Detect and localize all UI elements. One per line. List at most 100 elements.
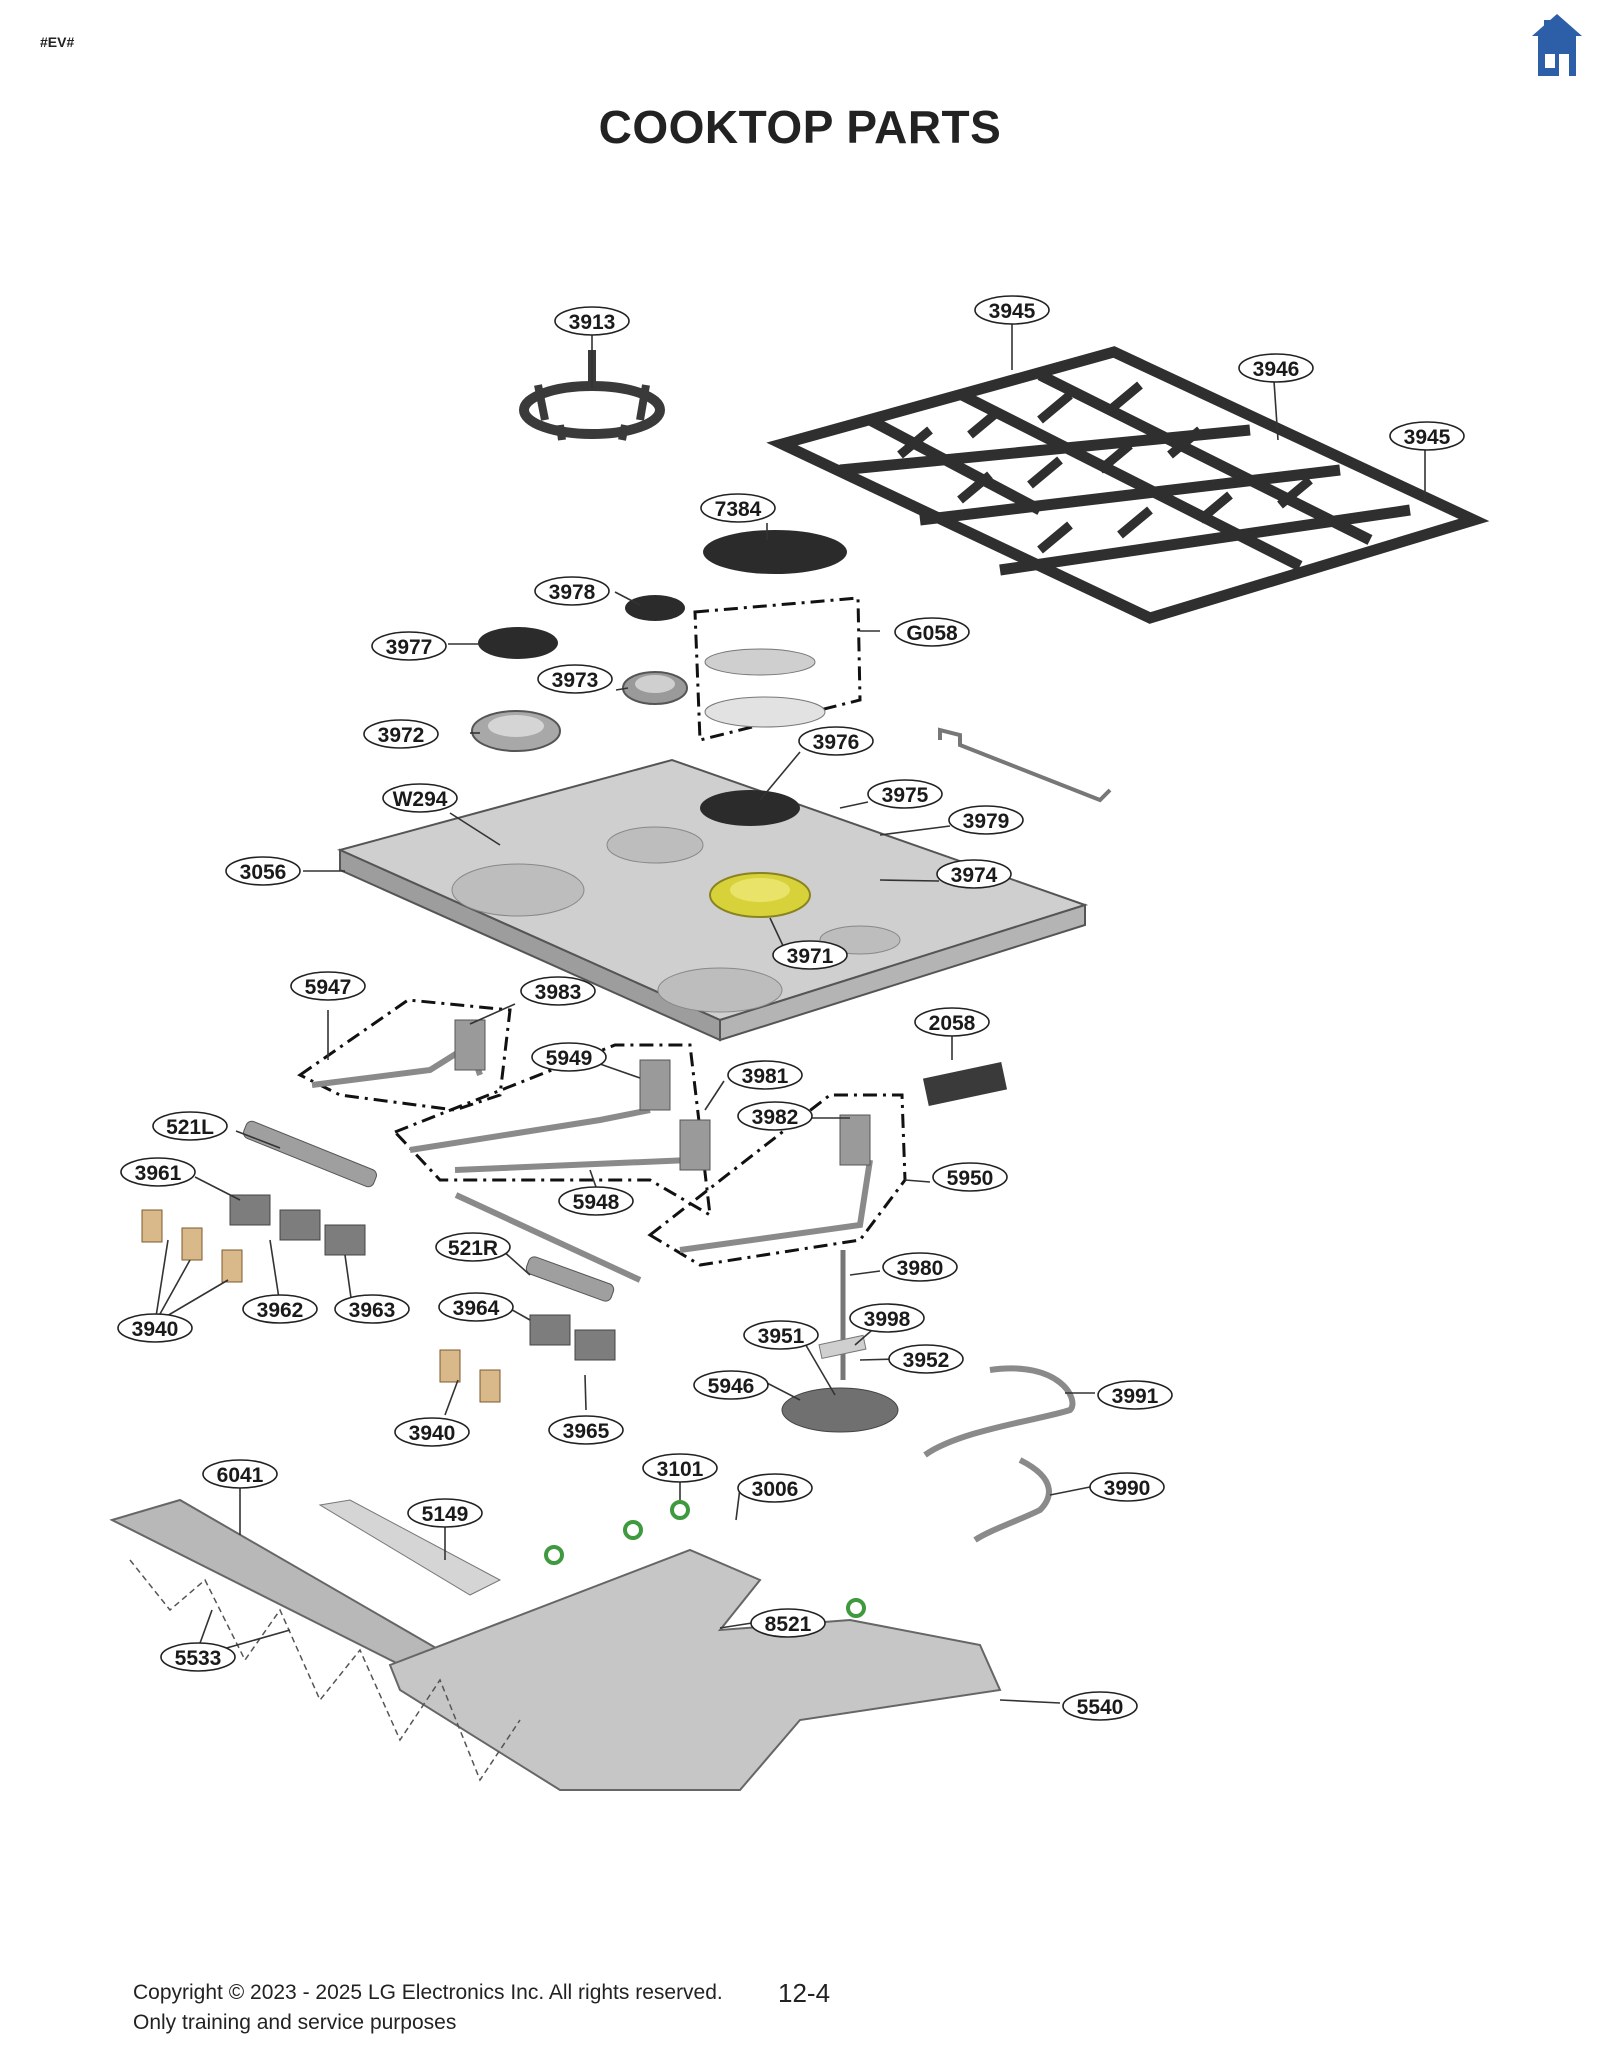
svg-text:3945: 3945	[989, 300, 1036, 323]
svg-text:3965: 3965	[563, 1420, 610, 1443]
svg-text:3973: 3973	[552, 669, 599, 692]
callout-3983: 3983	[520, 976, 596, 1006]
callout-3973: 3973	[537, 664, 613, 694]
svg-text:7384: 7384	[715, 498, 762, 521]
svg-text:3946: 3946	[1253, 358, 1300, 381]
callout-7384: 7384	[700, 493, 776, 523]
svg-text:3056: 3056	[240, 861, 287, 884]
svg-text:3961: 3961	[135, 1162, 182, 1185]
callout-3952: 3952	[888, 1344, 964, 1374]
callout-3964: 3964	[438, 1292, 514, 1322]
leader-lines	[154, 322, 1426, 1704]
oven-burner-base-part	[781, 1250, 899, 1433]
zigzag-dashes-part	[129, 1559, 521, 1782]
burner-head-3973-part	[622, 671, 688, 705]
callout-5946: 5946	[693, 1370, 769, 1400]
burner-head-3972-part	[471, 710, 561, 752]
hose-3990-part	[973, 1457, 1052, 1543]
footer: Copyright © 2023 - 2025 LG Electronics I…	[133, 1978, 723, 2038]
svg-text:3963: 3963	[349, 1299, 396, 1322]
callout-3974: 3974	[936, 859, 1012, 889]
svg-text:3951: 3951	[758, 1325, 805, 1348]
callout-3963: 3963	[334, 1294, 410, 1324]
svg-text:5540: 5540	[1077, 1696, 1124, 1719]
svg-text:3979: 3979	[963, 810, 1010, 833]
callout-5949: 5949	[531, 1042, 607, 1072]
gas-tubes-part	[311, 1040, 873, 1283]
page-number: 12-4	[778, 1978, 831, 2008]
burner-cap-small-part	[625, 595, 685, 621]
callout-3006: 3006	[737, 1473, 813, 1503]
manifold-521l-part	[243, 1120, 377, 1188]
callout-3965: 3965	[548, 1415, 624, 1445]
grate-assembly-part	[766, 346, 1490, 624]
svg-text:3952: 3952	[903, 1349, 950, 1372]
svg-text:3972: 3972	[378, 724, 425, 747]
svg-text:3974: 3974	[951, 864, 998, 887]
svg-text:5149: 5149	[422, 1503, 469, 1526]
svg-text:3913: 3913	[569, 311, 616, 334]
igniter-module-2058-part	[922, 1061, 1008, 1107]
callout-5149: 5149	[407, 1498, 483, 1528]
svg-text:3990: 3990	[1104, 1477, 1151, 1500]
callout-3940-b: 3940	[394, 1417, 470, 1447]
callout-3940-a: 3940	[117, 1313, 193, 1343]
callout-3945-a: 3945	[974, 295, 1050, 325]
burner-cap-large-part	[478, 627, 558, 659]
callout-3971: 3971	[772, 940, 848, 970]
svg-text:3101: 3101	[657, 1458, 704, 1481]
document-tag: #EV#	[40, 34, 75, 50]
svg-text:3998: 3998	[864, 1308, 911, 1331]
svg-text:3971: 3971	[787, 945, 834, 968]
callout-3961: 3961	[120, 1157, 196, 1187]
callout-3972: 3972	[363, 719, 439, 749]
svg-text:5950: 5950	[947, 1167, 994, 1190]
callout-8521: 8521	[750, 1608, 826, 1638]
callouts: 3913 3945 3946 3945 7384 3978 G058 3977 …	[117, 295, 1465, 1721]
green-clips-part	[544, 1500, 866, 1618]
callout-3951: 3951	[743, 1320, 819, 1350]
bracket-rod-part	[938, 727, 1112, 803]
callout-3981: 3981	[727, 1060, 803, 1090]
svg-text:3964: 3964	[453, 1297, 500, 1320]
home-icon[interactable]	[1530, 12, 1584, 78]
callout-3991: 3991	[1097, 1380, 1173, 1410]
callout-3975: 3975	[867, 779, 943, 809]
svg-text:3975: 3975	[882, 784, 929, 807]
svg-text:3962: 3962	[257, 1299, 304, 1322]
manifold-521r-part	[525, 1256, 615, 1302]
svg-text:3982: 3982	[752, 1106, 799, 1129]
callout-3962: 3962	[242, 1294, 318, 1324]
svg-text:3977: 3977	[386, 636, 433, 659]
valve-5948-5949-group-part	[392, 1043, 712, 1218]
svg-text:G058: G058	[906, 622, 958, 645]
svg-text:3940: 3940	[132, 1318, 179, 1341]
spark-clips-part	[141, 1209, 501, 1403]
svg-text:3945: 3945	[1404, 426, 1451, 449]
svg-text:3940: 3940	[409, 1422, 456, 1445]
callout-521l: 521L	[152, 1111, 228, 1141]
hose-3991-part	[923, 1365, 1076, 1458]
svg-text:5947: 5947	[305, 976, 352, 999]
svg-text:5948: 5948	[573, 1191, 620, 1214]
heat-shield-5149-part	[318, 1499, 502, 1596]
callout-5947: 5947	[290, 971, 366, 1001]
svg-text:3981: 3981	[742, 1065, 789, 1088]
callout-3101: 3101	[642, 1453, 718, 1483]
callout-5533: 5533	[160, 1642, 236, 1672]
svg-text:5533: 5533	[175, 1647, 222, 1670]
bottom-pan-5540-part	[388, 1548, 1002, 1791]
callout-2058: 2058	[914, 1007, 990, 1037]
callout-3978: 3978	[534, 576, 610, 606]
oval-cap-part	[703, 530, 847, 574]
dual-burner-g058-part	[693, 596, 862, 742]
callout-3976: 3976	[798, 726, 874, 756]
copyright-text: Copyright © 2023 - 2025 LG Electronics I…	[133, 1981, 723, 2004]
highlighted-burner-3971-part	[709, 872, 811, 918]
svg-text:W294: W294	[393, 788, 448, 811]
svg-text:8521: 8521	[765, 1613, 812, 1636]
valve-5947-group-part	[297, 998, 512, 1112]
svg-text:3991: 3991	[1112, 1385, 1159, 1408]
svg-text:3978: 3978	[549, 581, 596, 604]
